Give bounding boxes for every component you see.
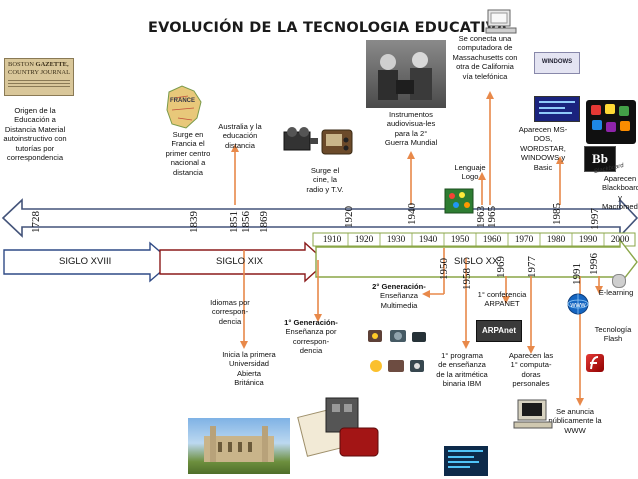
arpanet-label: ARPAnet (481, 326, 517, 335)
decade-label: 2000 (610, 234, 630, 244)
generation-1: 1° Generación- Enseñanza por correspon-d… (284, 318, 338, 356)
event-1839: Surge en Francia el primer centro nacion… (165, 130, 211, 177)
event-1856: Idiomas por correspon-dencia (210, 298, 250, 326)
newspaper-image: BOSTON GAZETTE, COUNTRY JOURNAL (4, 58, 74, 96)
windows-label: WINDOWS (541, 59, 573, 65)
year-label: 1851 (228, 211, 240, 233)
year-label: 1977 (526, 256, 538, 278)
generation-2-text: Enseñanza Multimedia (380, 291, 418, 310)
windows-box-image: WINDOWS (534, 52, 580, 74)
blackboard-logo-label: Bb (592, 151, 608, 166)
century-label-xx: SIGLO XX (454, 256, 499, 267)
decade-label: 1990 (578, 234, 598, 244)
film-projector-image (282, 126, 358, 164)
year-label: 1839 (188, 211, 200, 233)
event-1996: Tecnología Flash (594, 325, 632, 344)
year-label: 1985 (551, 203, 563, 225)
event-1920: Surge el cine, la radio y T.V. (306, 166, 344, 194)
decade-separators (347, 233, 605, 246)
event-1965: Se conecta una computadora de Massachuse… (452, 34, 518, 81)
event-1958: 1° programa de enseñanza de la aritmétic… (436, 351, 488, 389)
year-label: 1997 (589, 208, 601, 230)
century-label-xix: SIGLO XIX (216, 256, 263, 267)
colorful-chip-image (442, 186, 476, 216)
binary-code-image (444, 446, 488, 476)
decade-label: 1950 (450, 234, 470, 244)
decade-label: 1910 (322, 234, 342, 244)
arpanet-image: ARPAnet (476, 320, 522, 342)
year-label: 1728 (30, 211, 42, 233)
decade-label: 1960 (482, 234, 502, 244)
old-computer-image (512, 398, 554, 430)
decade-label: 1970 (514, 234, 534, 244)
generation-2: 2° Generación- Enseñanza Multimedia (372, 282, 426, 310)
gazette-left-label: BOSTON (8, 61, 34, 68)
decade-track (312, 232, 636, 247)
year-label: 1856 (240, 211, 252, 233)
decade-label: 1920 (354, 234, 374, 244)
generation-1-text: Enseñanza por correspon-dencia (285, 327, 337, 356)
gazette-sub-label: COUNTRY JOURNAL (8, 69, 71, 76)
web-globe-image: www (563, 292, 593, 316)
event-1969: 1° conferencia ARPANET (477, 290, 527, 309)
soldiers-image (366, 40, 446, 108)
france-map-image: FRANCE (164, 84, 204, 130)
mouse-image (612, 274, 626, 288)
generation-2-title: 2° Generación- (372, 282, 426, 291)
decade-label: 1980 (546, 234, 566, 244)
computer-image (484, 8, 522, 36)
web-icons-image (586, 100, 636, 144)
generation-1-title: 1° Generación- (284, 318, 338, 327)
blackboard-logo-image: Bb (584, 146, 616, 172)
year-label: 1869 (258, 211, 270, 233)
year-label: 1969 (495, 256, 507, 278)
event-1851: Australia y la educación distancia (218, 122, 262, 150)
year-label: 1996 (588, 253, 600, 275)
year-label: 1991 (571, 263, 583, 285)
year-label: 1965 (486, 206, 498, 228)
event-elearning: E-learning (598, 288, 634, 297)
books-image (296, 392, 382, 464)
event-1997: Aparecen Blackboard y Macromedia (602, 174, 638, 212)
year-label: 1958 (461, 268, 473, 290)
year-label: 1940 (406, 203, 418, 225)
connector-lines (231, 91, 603, 406)
event-1985: Aparecen MS-DOS, WORDSTAR, WINDOWS y Bas… (518, 125, 568, 172)
gazette-center-label: GAZETTE, (35, 61, 69, 68)
decade-label: 1940 (418, 234, 438, 244)
dos-screen-image (534, 96, 580, 122)
century-arrow-xx (315, 237, 638, 287)
svg-text:www: www (569, 302, 586, 309)
event-1728: Origen de la Educación a Distancia Mater… (3, 106, 67, 163)
france-label: FRANCE (170, 98, 195, 104)
event-1869: Inicia la primera Universidad Abierta Br… (222, 350, 276, 388)
event-1963: Lenguaje Logo (454, 163, 486, 182)
flash-logo-image (586, 354, 604, 372)
century-label-xviii: SIGLO XVIII (59, 256, 112, 267)
event-1940: Instrumentos audiovisua-les para la 2° G… (384, 110, 438, 148)
event-1991: Se anuncia públicamente la WWW (548, 407, 602, 435)
multimedia-icons-image (366, 326, 428, 382)
decade-label: 1930 (386, 234, 406, 244)
year-label: 1920 (343, 206, 355, 228)
upper-timeline-arrow (1, 197, 638, 239)
year-label: 1950 (438, 258, 450, 280)
page-title: EVOLUCIÓN DE LA TECNOLOGIA EDUCATIVA (148, 20, 508, 36)
event-1977: Aparecen las 1° computa-doras personales (508, 351, 554, 389)
university-building-image (188, 418, 290, 474)
